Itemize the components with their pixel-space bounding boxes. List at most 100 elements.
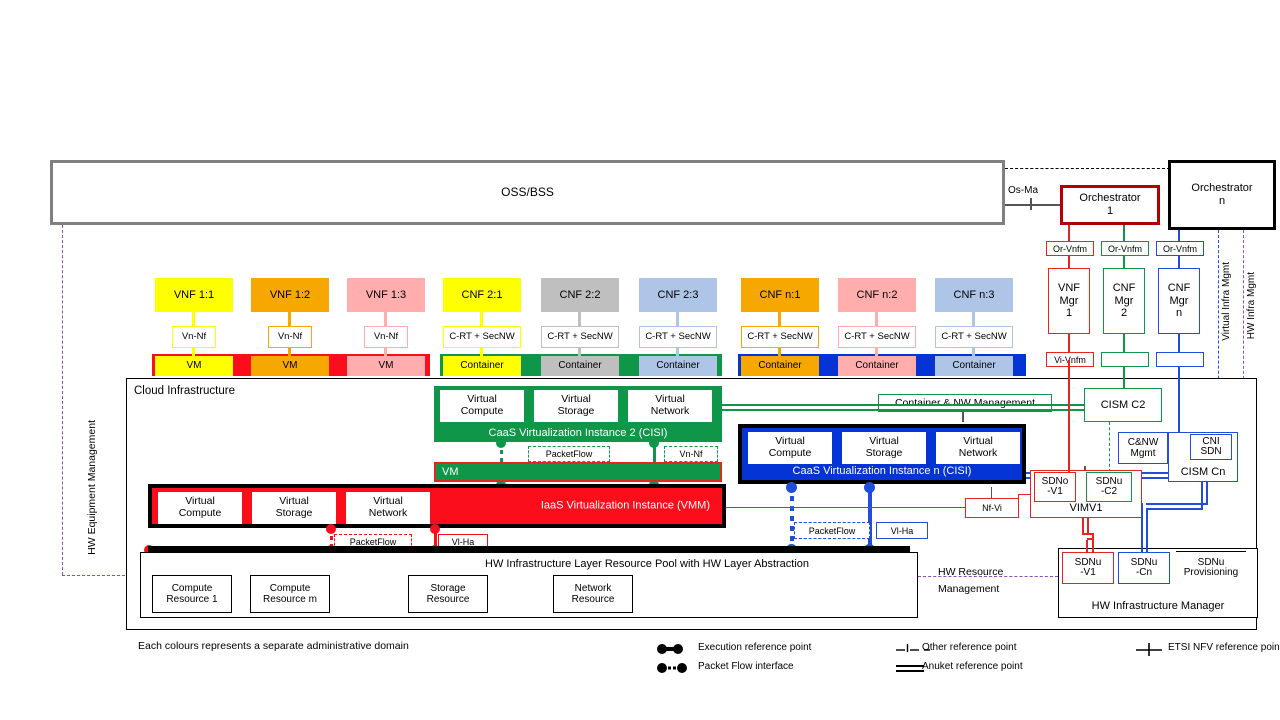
cism-cn-iface-box[interactable] xyxy=(1156,352,1204,367)
function-box[interactable]: VNF 1:3 xyxy=(347,278,425,312)
function-box[interactable]: CNF 2:2 xyxy=(541,278,619,312)
or-vnfm-red-box[interactable]: Or-Vnfm xyxy=(1046,241,1094,256)
function-unit-label: VM xyxy=(186,360,202,372)
sdnu-c2-box[interactable]: SDNu-C2 xyxy=(1086,472,1132,502)
nf-vi-tick xyxy=(991,487,993,499)
function-interface-box[interactable]: C-RT + SecNW xyxy=(541,326,619,348)
function-label: CNF 2:3 xyxy=(657,288,699,301)
etsi-nfv-reference-point-icon xyxy=(1136,643,1162,656)
function-unit-box[interactable]: Container xyxy=(443,356,521,376)
vmm-pf-dot-top xyxy=(326,524,336,534)
cisi2-pf-dot-top xyxy=(496,438,506,448)
vim-hwim-red-1 xyxy=(1082,518,1084,534)
hw-equipment-mgmt-label: HW Equipment Management xyxy=(86,420,98,555)
function-unit-box[interactable]: Container xyxy=(935,356,1013,376)
cnw-anuket-tick xyxy=(962,412,964,422)
function-interface-box[interactable]: C-RT + SecNW xyxy=(639,326,717,348)
hw-equipment-mgmt-line xyxy=(62,225,63,575)
vim-hwim-red-4 xyxy=(1086,540,1088,553)
function-interface-box[interactable]: C-RT + SecNW xyxy=(443,326,521,348)
function-unit-box[interactable]: Container xyxy=(741,356,819,376)
oss-bss-box[interactable]: OSS/BSS xyxy=(50,160,1005,225)
function-interface-box[interactable]: Vn-Nf xyxy=(268,326,312,348)
orchestrator-n-box[interactable]: Orchestrator n xyxy=(1168,160,1276,230)
cnf-mgr-n-l3: n xyxy=(1175,307,1183,320)
function-unit-box[interactable]: VM xyxy=(155,356,233,376)
function-label: CNF n:2 xyxy=(856,288,898,301)
function-unit-box[interactable]: VM xyxy=(347,356,425,376)
vm-green-bar[interactable]: VM xyxy=(434,462,722,482)
function-unit-box[interactable]: Container xyxy=(838,356,916,376)
function-box[interactable]: CNF n:1 xyxy=(741,278,819,312)
container-nw-management-box[interactable]: Container & NW Management xyxy=(878,394,1052,412)
nf-vi-box[interactable]: Nf-Vi xyxy=(965,498,1019,518)
function-box[interactable]: VNF 1:1 xyxy=(155,278,233,312)
cisi2-packetflow-box[interactable]: PacketFlow xyxy=(528,446,610,462)
function-unit-box[interactable]: Container xyxy=(639,356,717,376)
function-interface-box[interactable]: C-RT + SecNW xyxy=(741,326,819,348)
cisin-vlha-dot-top xyxy=(864,482,875,493)
cism-c2-box[interactable]: CISM C2 xyxy=(1084,388,1162,422)
vi-vnfm-box[interactable]: Vi-Vnfm xyxy=(1046,352,1094,367)
cismcn-hwim-blue-3 xyxy=(1146,508,1148,552)
hw-equipment-mgmt-line-h xyxy=(62,575,140,576)
vim-hwim-red-h2 xyxy=(1087,538,1094,540)
or-vnfm-green-box[interactable]: Or-Vnfm xyxy=(1101,241,1149,256)
legend-label-4: ETSI NFV reference point xyxy=(1168,642,1280,653)
function-interface-box[interactable]: C-RT + SecNW xyxy=(838,326,916,348)
hw-infra-mgmt-label: HW Infra Mgmt xyxy=(1246,272,1257,340)
function-box[interactable]: CNF 2:3 xyxy=(639,278,717,312)
function-box[interactable]: CNF n:2 xyxy=(838,278,916,312)
cisin-packetflow-box[interactable]: PacketFlow xyxy=(794,522,870,539)
hw-resource-line2: Resource xyxy=(426,594,470,605)
cisi2-caption: CaaS Virtualization Instance 2 (CISI) xyxy=(488,427,668,440)
function-interface-box[interactable]: Vn-Nf xyxy=(364,326,408,348)
cisi2-vnnf-box[interactable]: Vn-Nf xyxy=(664,446,718,462)
function-box[interactable]: VNF 1:2 xyxy=(251,278,329,312)
function-box[interactable]: CNF 2:1 xyxy=(443,278,521,312)
cisin-vlha-box[interactable]: Vl-Ha xyxy=(876,522,928,539)
sdnu-v1-box[interactable]: SDNu-V1 xyxy=(1062,552,1114,584)
function-unit-box[interactable]: VM xyxy=(251,356,329,376)
cnf-mgr-n-box[interactable]: CNF Mgr n xyxy=(1158,268,1200,334)
function-interface-box[interactable]: C-RT + SecNW xyxy=(935,326,1013,348)
cism-c2-iface-box[interactable] xyxy=(1101,352,1149,367)
function-unit-label: Container xyxy=(952,360,996,372)
vnf-mgr-1-l2: Mgr xyxy=(1059,294,1079,307)
cisin-vlha-connector xyxy=(868,486,872,548)
hw-resource-line1: Compute xyxy=(171,582,213,594)
function-box[interactable]: CNF n:3 xyxy=(935,278,1013,312)
vmm-vlha-connector xyxy=(434,528,437,550)
hw-resource-pool-label: HW Infrastructure Layer Resource Pool wi… xyxy=(485,558,810,570)
function-interface-box[interactable]: Vn-Nf xyxy=(172,326,216,348)
function-unit-box[interactable]: Container xyxy=(541,356,619,376)
hw-resource-line2: Resource m xyxy=(263,594,317,605)
cnfmgrn-to-cismcn-line xyxy=(1178,367,1180,433)
hw-resource-mgmt-label-1: HW Resource xyxy=(938,566,1004,578)
sdnu-cn-box[interactable]: SDNu-Cn xyxy=(1118,552,1170,584)
orchestrator-1-box[interactable]: Orchestrator 1 xyxy=(1060,185,1160,225)
vnf-mgr-1-box[interactable]: VNF Mgr 1 xyxy=(1048,268,1090,334)
cnf-mgr-2-box[interactable]: CNF Mgr 2 xyxy=(1103,268,1145,334)
or-vnfm-blue-box[interactable]: Or-Vnfm xyxy=(1156,241,1204,256)
sdno-v1-box[interactable]: SDNo-V1 xyxy=(1034,472,1076,502)
